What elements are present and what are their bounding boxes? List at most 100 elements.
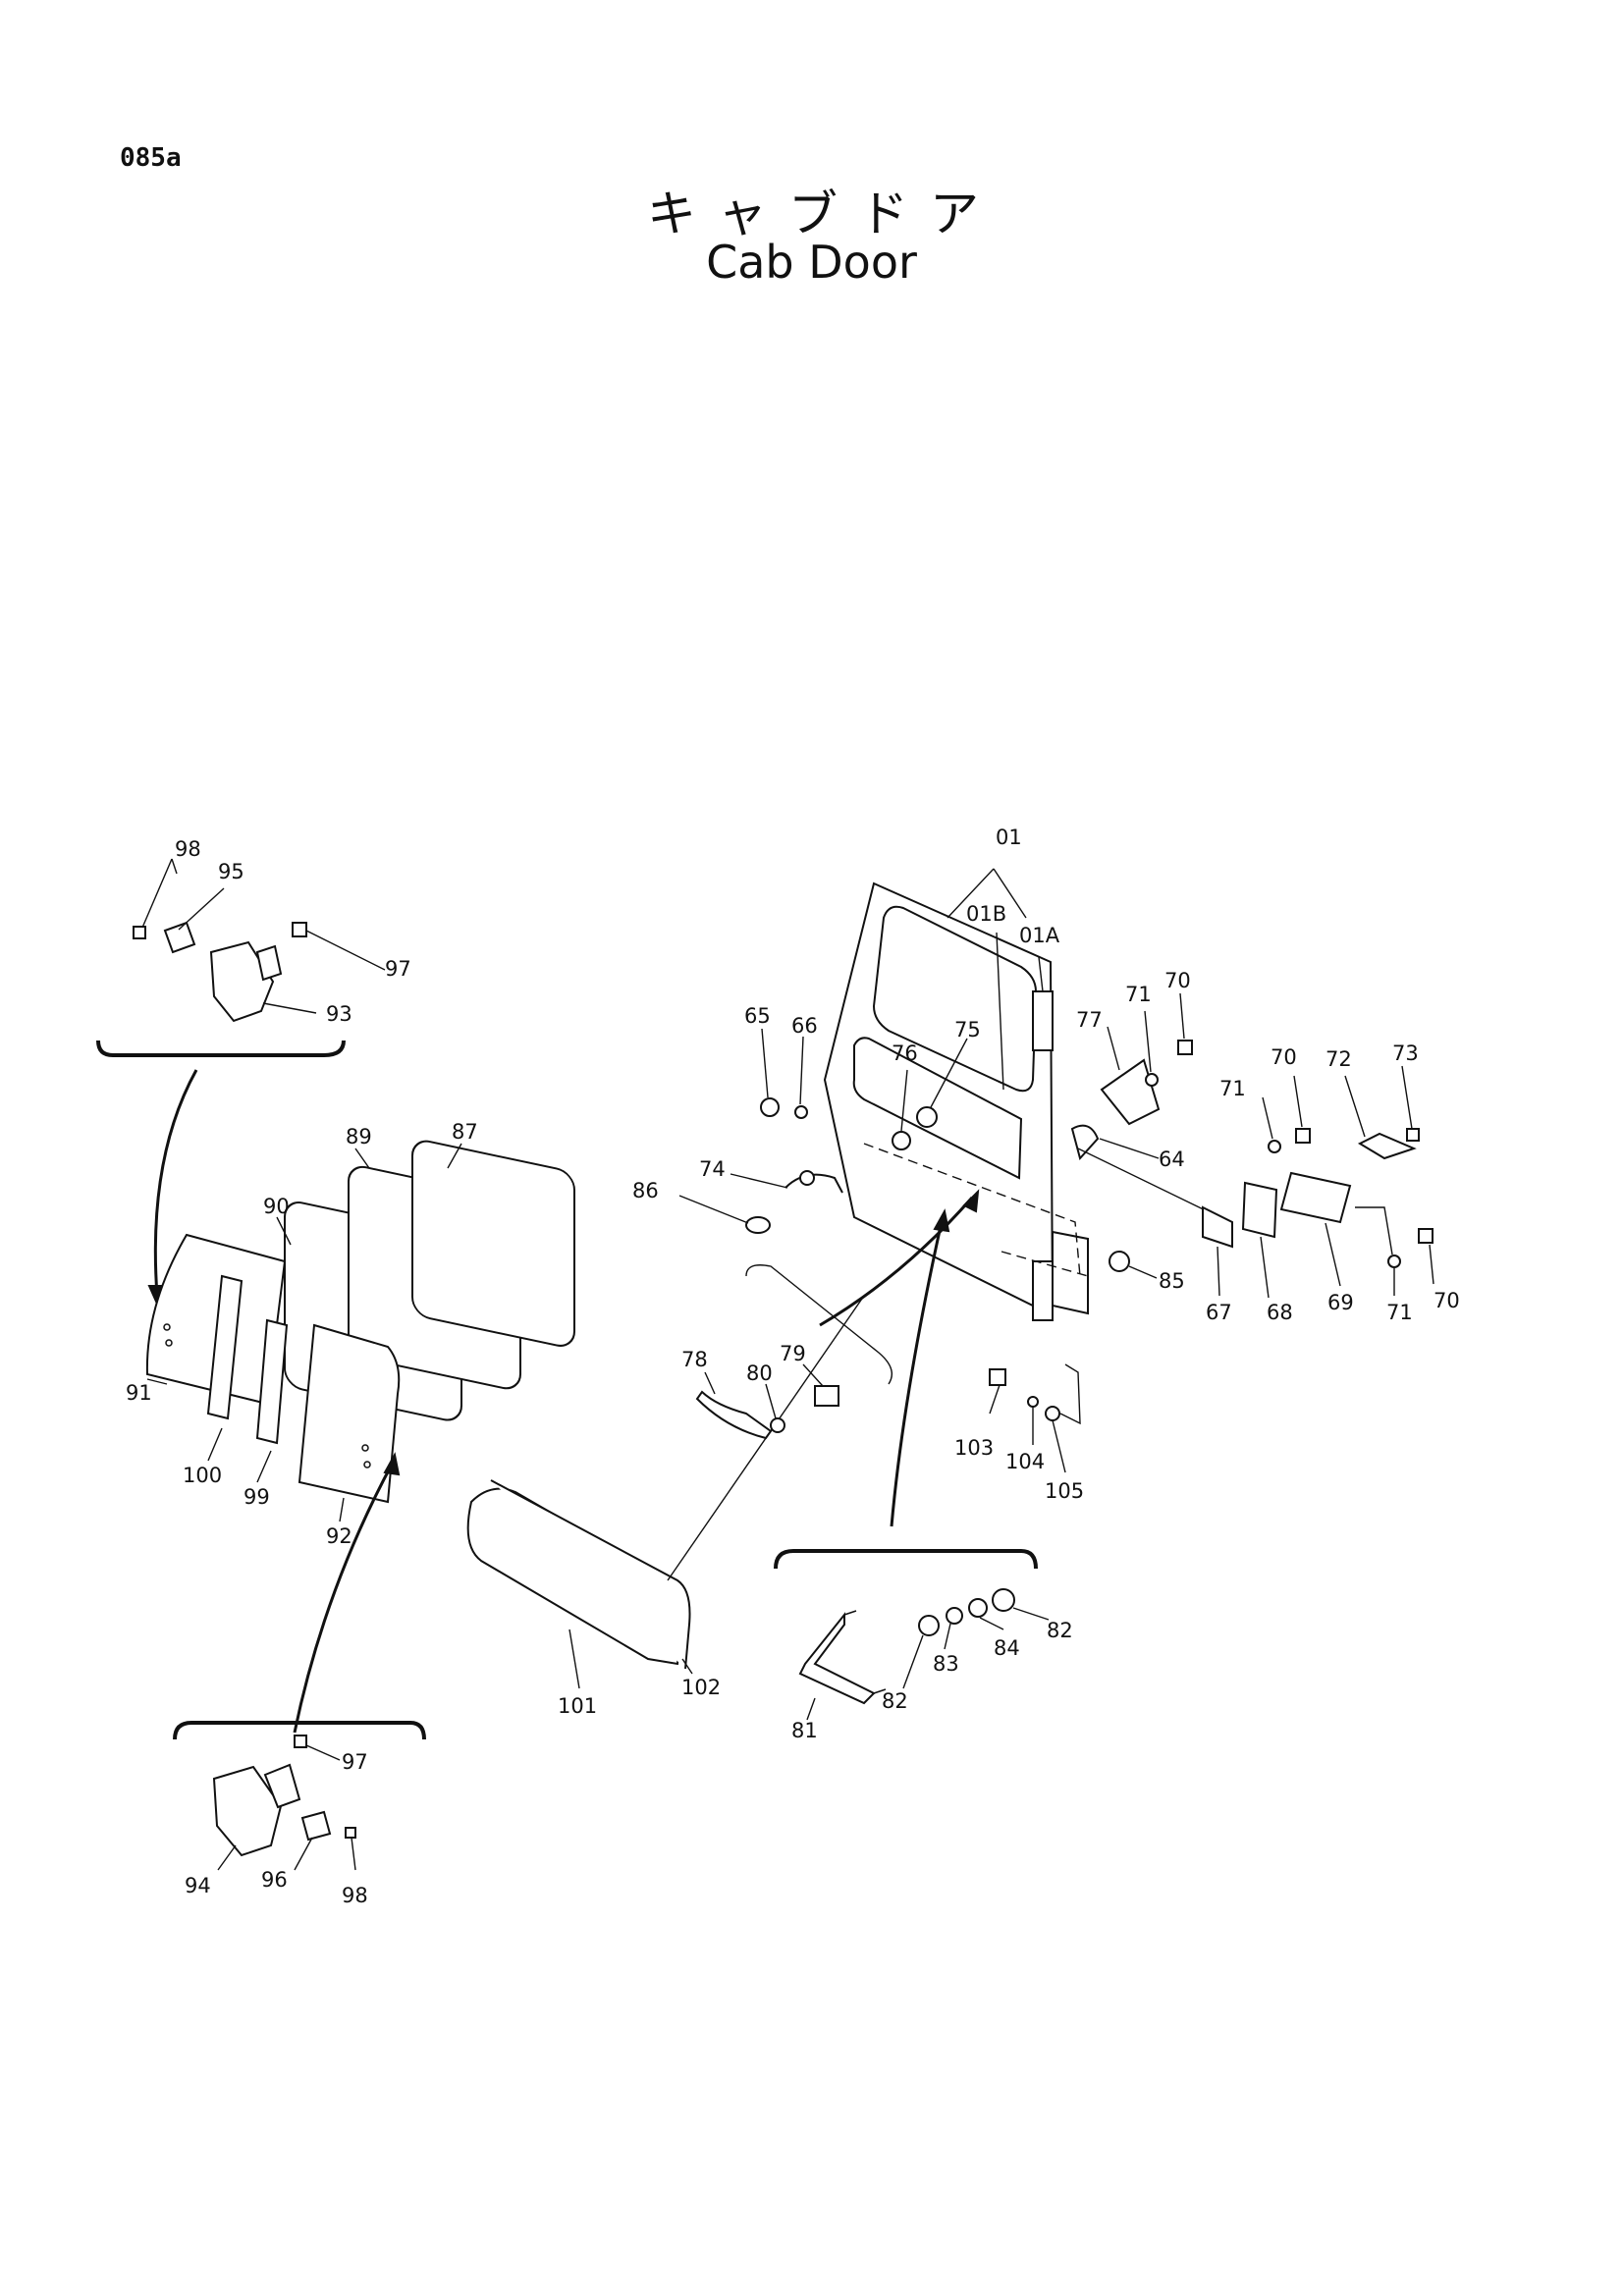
- part-70-upper: [1177, 1040, 1193, 1055]
- part-85: [1109, 1251, 1130, 1272]
- callout-65: 65: [744, 1004, 771, 1028]
- part-96: [300, 1810, 332, 1842]
- callout-77: 77: [1076, 1008, 1103, 1032]
- callout-97: 97: [342, 1750, 368, 1774]
- callout-01a: 01A: [1019, 924, 1060, 947]
- callout-85: 85: [1159, 1269, 1185, 1293]
- title-japanese: キャブドア: [647, 186, 1001, 242]
- callout-86: 86: [632, 1179, 659, 1202]
- callout-75: 75: [954, 1018, 981, 1041]
- title-english: Cab Door: [706, 236, 917, 289]
- callout-74: 74: [699, 1157, 726, 1181]
- part-82-b: [992, 1588, 1015, 1612]
- part-75: [916, 1106, 938, 1128]
- callout-82: 82: [882, 1689, 908, 1713]
- part-87: [411, 1140, 575, 1347]
- callout-92: 92: [326, 1524, 352, 1548]
- callout-80: 80: [746, 1362, 773, 1385]
- part-83: [946, 1607, 963, 1625]
- part-69: [1279, 1171, 1352, 1224]
- page-code: 085a: [120, 143, 182, 173]
- callout-67: 67: [1206, 1301, 1232, 1324]
- part-68: [1241, 1181, 1278, 1239]
- callout-96: 96: [261, 1868, 288, 1892]
- part-76: [892, 1131, 911, 1150]
- part-100: [206, 1274, 243, 1420]
- part-73: [1406, 1128, 1420, 1142]
- part-82-a: [918, 1615, 940, 1636]
- part-67: [1202, 1205, 1233, 1249]
- callout-99: 99: [243, 1485, 270, 1509]
- callout-69: 69: [1327, 1291, 1354, 1314]
- callout-70: 70: [1164, 969, 1191, 992]
- part-71-lower: [1387, 1255, 1401, 1268]
- callout-66: 66: [791, 1014, 818, 1038]
- door-hardware: [678, 992, 1434, 1299]
- callout-98: 98: [175, 837, 201, 861]
- part-71-upper: [1145, 1073, 1159, 1087]
- part-98-upper: [133, 926, 146, 939]
- callout-89: 89: [346, 1125, 372, 1148]
- part-64: [1070, 1124, 1100, 1161]
- detail-handle: [695, 1189, 980, 1440]
- part-93: [209, 940, 275, 1023]
- part-78: [695, 1390, 773, 1440]
- callout-64: 64: [1159, 1148, 1185, 1171]
- callout-104: 104: [1005, 1450, 1045, 1473]
- callout-83: 83: [933, 1652, 959, 1676]
- part-91: [145, 1233, 287, 1406]
- callout-labels: 98 95 97 93 87 89 90 91 100 99 92 97 94 …: [126, 826, 1460, 1907]
- callout-71: 71: [1219, 1077, 1246, 1100]
- callout-95: 95: [218, 860, 244, 883]
- callout-71: 71: [1125, 983, 1152, 1006]
- part-66: [794, 1105, 808, 1119]
- callout-70: 70: [1271, 1045, 1297, 1069]
- part-104: [1027, 1396, 1039, 1408]
- part-86: [745, 1216, 771, 1234]
- part-79: [814, 1385, 839, 1407]
- callout-82: 82: [1047, 1619, 1073, 1642]
- part-65: [760, 1097, 780, 1117]
- callout-78: 78: [681, 1348, 708, 1371]
- lower-window: [466, 1295, 865, 1689]
- part-95-upper: [163, 921, 196, 954]
- callout-97: 97: [385, 957, 411, 981]
- part-80: [770, 1417, 785, 1433]
- part-71-mid: [1268, 1140, 1281, 1153]
- callout-90: 90: [263, 1195, 290, 1218]
- part-70-lower: [1418, 1228, 1434, 1244]
- callout-70: 70: [1434, 1289, 1460, 1312]
- callout-81: 81: [791, 1719, 818, 1742]
- part-94: [212, 1765, 283, 1857]
- part-97-upper: [292, 922, 307, 937]
- detail-ubolt: [774, 1208, 1081, 1721]
- callout-101: 101: [558, 1694, 597, 1718]
- hinge-upper: [1032, 990, 1054, 1051]
- part-81: [798, 1612, 876, 1705]
- callout-71: 71: [1386, 1301, 1413, 1324]
- part-77: [1100, 1058, 1161, 1126]
- callout-84: 84: [994, 1636, 1020, 1660]
- callout-102: 102: [681, 1676, 721, 1699]
- callout-93: 93: [326, 1002, 352, 1026]
- callout-68: 68: [1267, 1301, 1293, 1324]
- part-98-lower: [345, 1827, 356, 1839]
- part-105: [1045, 1406, 1060, 1421]
- callout-72: 72: [1325, 1047, 1352, 1071]
- part-103: [989, 1368, 1006, 1386]
- callout-01b: 01B: [966, 902, 1006, 926]
- part-70-mid: [1295, 1128, 1311, 1144]
- detail-latch-upper: [96, 858, 386, 1307]
- callout-94: 94: [185, 1874, 211, 1897]
- detail-latch-lower: [173, 1452, 426, 1871]
- callout-01: 01: [996, 826, 1022, 849]
- part-72: [1357, 1132, 1417, 1160]
- callout-79: 79: [780, 1342, 806, 1365]
- callout-105: 105: [1045, 1479, 1084, 1503]
- callout-98: 98: [342, 1884, 368, 1907]
- callout-103: 103: [954, 1436, 994, 1460]
- cab-door: [823, 868, 1089, 1321]
- part-84: [968, 1598, 988, 1618]
- part-97-lower: [294, 1735, 307, 1748]
